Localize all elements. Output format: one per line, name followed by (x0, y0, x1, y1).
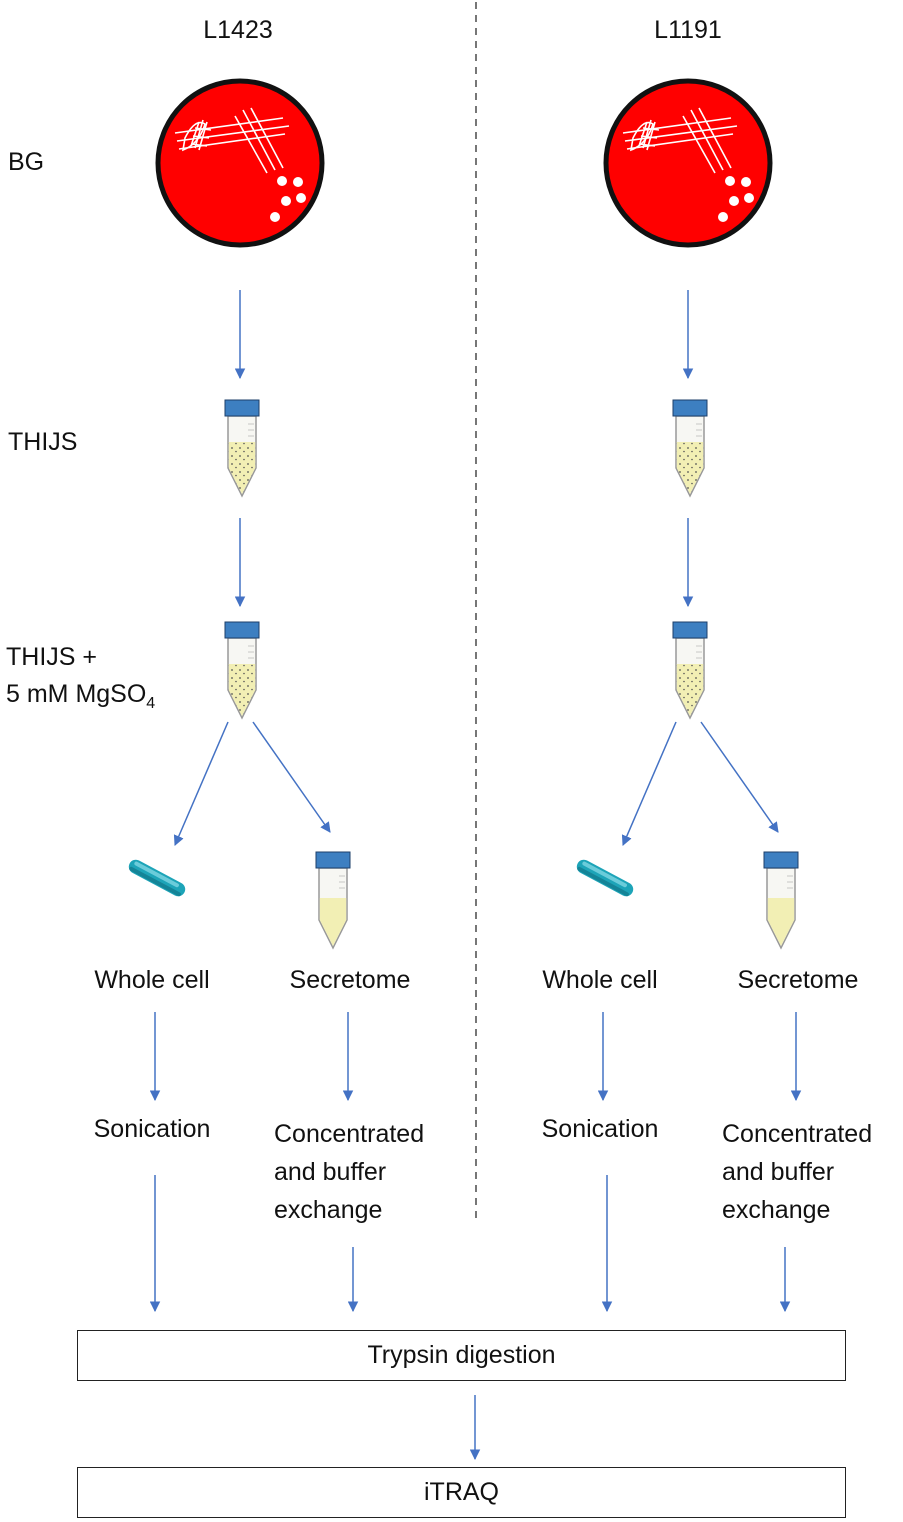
bg-plate-icon-l1423 (158, 81, 322, 245)
secretome-tube-icon-l1423 (315, 851, 351, 949)
arrow-to-secretome-l1423 (252, 721, 331, 833)
whole-cell-label-l1423: Whole cell (94, 966, 210, 994)
secretome-label-l1191: Secretome (737, 966, 859, 994)
concentrate-label-l1423: Concentrated and buffer exchange (274, 1120, 425, 1224)
row-label-bg: BG (8, 148, 45, 176)
mgso4-tube-icon-l1423 (224, 621, 260, 719)
bg-plate-icon-l1191 (606, 81, 770, 245)
row-label-thijs: THIJS (8, 428, 78, 456)
arrow-to-whole-cell-l1191 (621, 721, 677, 846)
row-label-thijs-plus: THIJS + (6, 643, 97, 671)
column-header-l1423: L1423 (203, 16, 273, 44)
mgso4-tube-icon-l1191 (672, 621, 708, 719)
thijs-tube-icon-l1191 (672, 399, 708, 497)
arrow-to-whole-cell-l1423 (173, 721, 229, 846)
secretome-tube-icon-l1191 (763, 851, 799, 949)
trypsin-digestion-box: Trypsin digestion (77, 1330, 846, 1381)
column-header-l1191: L1191 (654, 16, 722, 44)
sonication-label-l1191: Sonication (541, 1115, 659, 1143)
secretome-label-l1423: Secretome (289, 966, 411, 994)
itraq-box: iTRAQ (77, 1467, 846, 1518)
bacterium-icon-l1423 (126, 858, 188, 898)
sonication-label-l1423: Sonication (93, 1115, 211, 1143)
bacterium-icon-l1191 (574, 858, 636, 898)
whole-cell-label-l1191: Whole cell (542, 966, 658, 994)
thijs-tube-icon-l1423 (224, 399, 260, 497)
arrow-to-secretome-l1191 (700, 721, 779, 833)
concentrate-label-l1191: Concentrated and buffer exchange (722, 1120, 873, 1224)
row-label-mgso4: 5 mM MgSO4 (6, 680, 156, 712)
